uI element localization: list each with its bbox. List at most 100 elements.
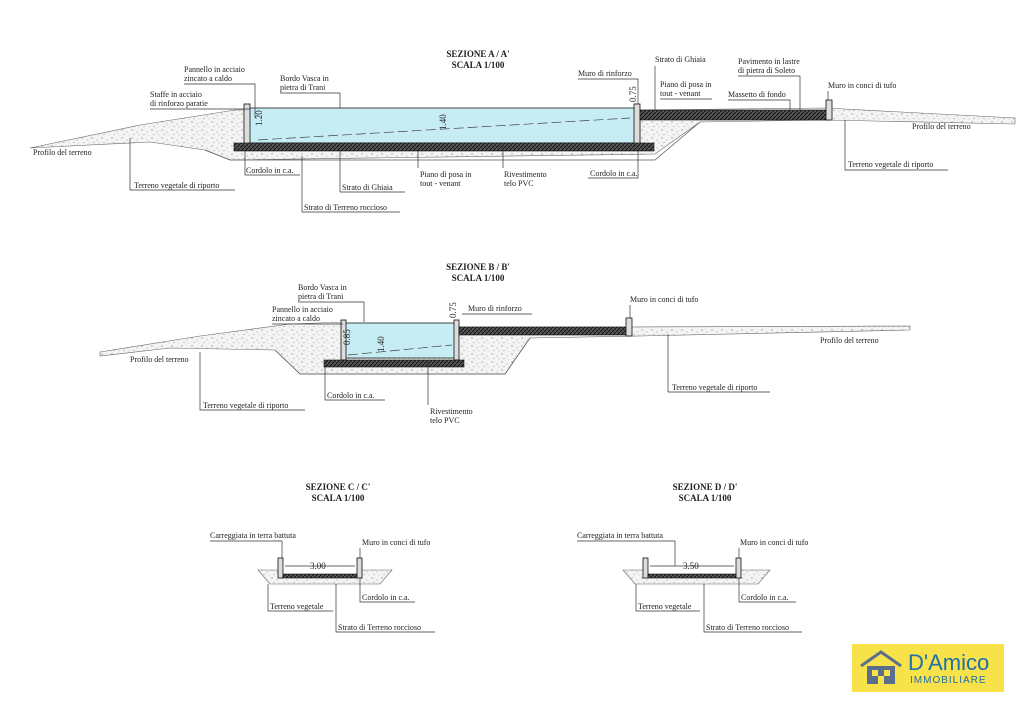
section-c-label-roccioso: Strato di Terreno roccioso	[338, 623, 421, 632]
section-b-label-profilo-right: Profilo del terreno	[820, 336, 879, 345]
section-a: SEZIONE A / A' SCALA 1/100 1.20 1.40 0.7…	[29, 49, 1016, 213]
section-d-scale: SCALA 1/100	[679, 493, 732, 503]
section-a-left-wall	[243, 103, 251, 145]
section-a-label-pannello2: zincato a caldo	[184, 74, 232, 83]
logo-name: D'Amico	[908, 650, 990, 675]
section-a-label-massetto: Massetto di fondo	[728, 90, 786, 99]
section-d-label-terreno: Terreno vegetale	[638, 602, 692, 611]
section-a-label-cordolo-left: Cordolo in c.a.	[246, 166, 294, 175]
section-a-label-bordo2: pietra di Trani	[280, 83, 326, 92]
section-c-leader-roccioso	[335, 584, 435, 633]
section-a-label-staffe: Staffe in acciaio	[150, 90, 202, 99]
section-b-label-rivestimento2: telo PVC	[430, 416, 460, 425]
section-a-label-pannello: Pannello in acciaio	[184, 65, 245, 74]
section-b-dim-2: 1.40	[376, 336, 386, 352]
section-b-dim-3: 0.75	[448, 302, 458, 318]
section-a-leader-bordo	[280, 92, 341, 108]
section-a-leader-riporto-right	[844, 120, 948, 171]
section-c-leader-terreno	[267, 584, 333, 612]
section-c-label-cordolo: Cordolo in c.a.	[362, 593, 410, 602]
section-a-leader-muro-rinforzo	[578, 78, 639, 104]
section-b-pavement	[458, 326, 630, 336]
section-d-dim-width: 3.50	[683, 561, 699, 571]
section-d-label-muro-tufo: Muro in conci di tufo	[740, 538, 808, 547]
section-b-leader-bordo	[298, 301, 365, 322]
section-d-left-wall	[642, 557, 649, 579]
section-b-label-riporto-right: Terreno vegetale di riporto	[672, 383, 757, 392]
section-b-label-bordo: Bordo Vasca in	[298, 283, 347, 292]
section-b-label-profilo-left: Profilo del terreno	[130, 355, 189, 364]
section-a-leader-cordolo-left	[244, 151, 300, 176]
section-a-label-muro-rinforzo: Muro di rinforzo	[578, 69, 632, 78]
section-b-label-pannello: Pannello in acciaio	[272, 305, 333, 314]
house-logo-icon	[860, 650, 902, 684]
section-b: SEZIONE B / B' SCALA 1/100 0.85 1.40 0.7…	[99, 262, 911, 425]
section-d-leader-carreggiata	[577, 540, 676, 566]
section-a-leader-cordolo-right	[588, 151, 639, 179]
section-b-pool-water	[344, 322, 456, 359]
section-a-label-riporto-right: Terreno vegetale di riporto	[848, 160, 933, 169]
section-c-label-carreggiata: Carreggiata in terra battuta	[210, 531, 296, 540]
section-d-label-carreggiata: Carreggiata in terra battuta	[577, 531, 663, 540]
section-b-dim-1: 0.85	[342, 329, 352, 345]
section-a-label-pavimento2: di pietra di Soleto	[738, 66, 795, 75]
section-b-label-rivestimento: Rivestimento	[430, 407, 473, 416]
section-b-scale: SCALA 1/100	[452, 273, 505, 283]
section-b-label-pannello2: zincato a caldo	[272, 314, 320, 323]
section-a-label-piano2: tout - venant	[420, 179, 461, 188]
section-a-leader-ghiaia	[339, 151, 405, 193]
section-b-ground	[99, 321, 911, 375]
section-a-label-bordo: Bordo Vasca in	[280, 74, 329, 83]
section-a-right-wall	[633, 103, 641, 145]
section-b-water-slope	[347, 344, 453, 356]
damico-logo: D'Amico IMMOBILIARE	[852, 644, 1004, 692]
section-a-leader-pannello	[184, 83, 256, 118]
section-a-label-cordolo-right: Cordolo in c.a.	[590, 169, 638, 178]
section-a-label-piano: Piano di posa in	[420, 170, 471, 179]
section-c-leader-carreggiata	[210, 540, 283, 558]
section-a-label-rivestimento: Rivestimento	[504, 170, 547, 179]
section-a-label-pavimento: Pavimento in lastre	[738, 57, 800, 66]
section-a-dim-1: 1.20	[254, 110, 264, 126]
section-b-label-muro-tufo: Muro in conci di tufo	[630, 295, 698, 304]
section-a-title: SEZIONE A / A'	[446, 49, 509, 59]
section-a-leader-pavimento	[738, 75, 801, 110]
section-c-leader-cordolo	[359, 578, 415, 603]
section-d-right-wall	[735, 557, 742, 579]
section-d-road	[647, 573, 737, 579]
section-c-label-terreno: Terreno vegetale	[270, 602, 324, 611]
section-a-label-profilo-right: Profilo del terreno	[912, 122, 971, 131]
section-c-dim-width: 3.00	[310, 561, 326, 571]
section-a-label-staffe2: di rinforzo paratie	[150, 99, 208, 108]
section-b-right-wall	[453, 319, 460, 361]
section-a-label-riporto-left: Terreno vegetale di riporto	[134, 181, 219, 190]
section-a-label-piano-top2: tout - venant	[660, 89, 701, 98]
section-c-scale: SCALA 1/100	[312, 493, 365, 503]
section-b-label-bordo2: pietra di Trani	[298, 292, 344, 301]
section-c-right-wall	[356, 557, 363, 579]
section-b-label-muro-rinforzo: Muro di rinforzo	[468, 304, 522, 313]
section-d-label-roccioso: Strato di Terreno roccioso	[706, 623, 789, 632]
section-b-label-riporto-left: Terreno vegetale di riporto	[203, 401, 288, 410]
section-d-title: SEZIONE D / D'	[673, 482, 738, 492]
section-c-road	[282, 573, 358, 579]
section-c-title: SEZIONE C / C'	[306, 482, 371, 492]
section-a-water-slope	[257, 117, 631, 141]
section-a-label-piano-top: Piano di posa in	[660, 80, 711, 89]
section-d-label-cordolo: Cordolo in c.a.	[741, 593, 789, 602]
section-b-label-cordolo: Cordolo in c.a.	[327, 391, 375, 400]
section-b-leader-riporto-left	[199, 352, 305, 411]
section-b-title: SEZIONE B / B'	[446, 262, 510, 272]
section-c-label-muro-tufo: Muro in conci di tufo	[362, 538, 430, 547]
section-d-leader-cordolo	[738, 578, 796, 603]
section-a-label-ghiaia-top: Strato di Ghiaia	[655, 55, 706, 64]
section-a-leader-riporto-left	[129, 138, 235, 191]
section-a-scale: SCALA 1/100	[452, 60, 505, 70]
section-d: SEZIONE D / D' SCALA 1/100 3.50 Carreggi…	[577, 482, 808, 633]
section-a-dim-2: 1.40	[438, 114, 448, 130]
section-a-label-roccioso: Strato di Terreno roccioso	[304, 203, 387, 212]
section-a-label-muro-tufo: Muro in conci di tufo	[828, 81, 896, 90]
section-b-excavation	[274, 337, 531, 375]
section-a-label-ghiaia: Strato di Ghiaia	[342, 183, 393, 192]
